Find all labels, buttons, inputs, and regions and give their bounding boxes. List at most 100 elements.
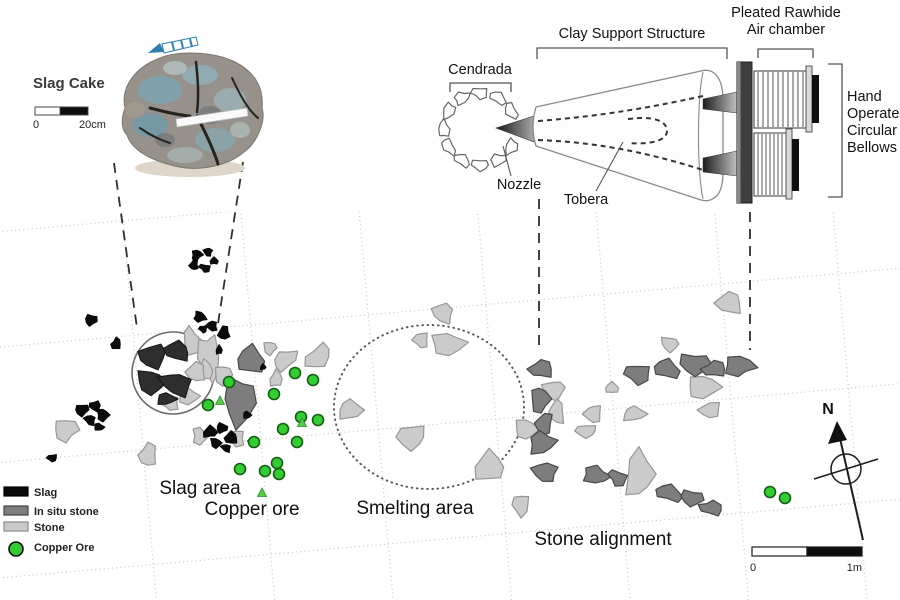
insitu-polygon <box>224 376 257 431</box>
clay-label: Clay Support Structure <box>559 26 706 42</box>
photo-scale-zero: 0 <box>33 119 39 131</box>
legend-label: In situ stone <box>34 506 99 518</box>
slag-polygon <box>216 421 229 435</box>
insitu-polygon <box>526 359 552 378</box>
feature-slag-polygon <box>162 339 189 362</box>
photo-scale-bar: 0 20cm <box>33 106 106 131</box>
cendrada-stone <box>438 117 451 137</box>
hand-bellows-bracket <box>828 63 843 198</box>
slag-polygon <box>204 320 218 332</box>
cendrada-stone <box>469 87 488 101</box>
insitu-polygon <box>697 499 722 517</box>
stone-polygon <box>660 336 680 354</box>
pleated-bracket <box>757 48 814 58</box>
stone-polygon <box>339 398 366 420</box>
clay-support-structure <box>532 69 724 202</box>
cendrada-stone <box>441 137 457 157</box>
slag-polygon <box>45 454 57 463</box>
photo-connector-left <box>113 162 138 329</box>
hand-label-4: Bellows <box>847 140 897 156</box>
legend-swatch <box>3 505 29 516</box>
feature-slag-polygon <box>137 343 166 371</box>
map-scale-zero: 0 <box>750 562 756 574</box>
slag-polygon <box>75 404 90 418</box>
north-arrow: N <box>813 401 879 541</box>
stone-polygon <box>689 375 724 400</box>
cendrada-stone <box>470 159 489 173</box>
bellows-assembly <box>736 61 819 204</box>
copper-ore-dot <box>267 387 281 401</box>
insitu-polygon <box>529 462 559 482</box>
insitu-polygon <box>724 355 759 378</box>
legend-swatch-circle <box>8 541 24 557</box>
stones-layer <box>45 247 759 519</box>
tobera-pipes <box>537 95 704 171</box>
photo-scale-stick <box>175 107 249 128</box>
cendrada-stone <box>453 91 471 107</box>
area-label: Smelting area <box>356 498 474 519</box>
cendrada-stone <box>453 154 470 169</box>
copper-ore-triangle <box>296 417 308 427</box>
copper-ore-dot <box>222 375 236 389</box>
insitu-polygon <box>606 469 629 487</box>
legend-label: Slag <box>34 487 57 499</box>
slag-polygon <box>188 259 199 271</box>
stone-polygon <box>625 446 657 496</box>
stone-polygon <box>547 398 565 424</box>
clay-structure-rim <box>697 71 704 200</box>
stone-polygon <box>184 360 206 382</box>
smelting-area-circle <box>333 324 525 490</box>
stone-polygon <box>713 290 742 315</box>
insitu-polygon <box>237 342 266 373</box>
stone-polygon <box>696 401 721 419</box>
slag-polygon <box>82 415 96 427</box>
stone-polygon <box>269 368 283 387</box>
copper-ore-dot <box>276 422 290 436</box>
photo-connector-right <box>216 161 244 331</box>
stone-polygon <box>511 495 530 519</box>
cendrada-stone <box>443 101 457 121</box>
legend-label: Stone <box>34 522 65 534</box>
insitu-polygon <box>533 412 553 436</box>
slag-polygon <box>210 438 223 450</box>
stone-polygon <box>263 342 278 357</box>
stone-polygon <box>581 405 602 424</box>
hand-label-3: Circular <box>847 123 897 139</box>
legend-swatch <box>3 486 29 497</box>
insitu-polygon <box>655 483 684 504</box>
slag-cake-photo <box>121 36 264 177</box>
insitu-polygon <box>531 387 553 414</box>
cendrada-stone <box>490 153 507 168</box>
bellows-upper <box>753 65 819 133</box>
copper-ore-dot <box>311 413 325 427</box>
copper-ore-dot <box>778 491 792 505</box>
nozzle-label: Nozzle <box>497 177 541 193</box>
insitu-polygon <box>622 365 650 387</box>
cendrada-stone <box>505 137 519 157</box>
slag-polygon <box>197 263 211 273</box>
stone-polygon <box>411 332 428 349</box>
stone-polygon <box>574 425 597 440</box>
photo-scale-label: 20cm <box>79 119 106 131</box>
slag-polygon <box>193 310 208 323</box>
pleated-label-2: Air chamber <box>747 22 825 38</box>
slag-polygon <box>215 343 223 355</box>
copper-ore-dot <box>201 398 215 412</box>
copper-ore-dot <box>306 373 320 387</box>
pleated-label-1: Pleated Rawhide <box>731 5 841 21</box>
area-label: Stone alignment <box>534 529 672 550</box>
copper-ore-dot <box>763 485 777 499</box>
insitu-polygon <box>530 429 559 455</box>
apparatus-diagram: Clay Support Structure Pleated Rawhide A… <box>438 5 900 208</box>
insitu-polygon <box>699 359 726 377</box>
photo-north-pointer <box>148 36 199 54</box>
stone-polygon <box>515 419 541 440</box>
slag-polygon <box>197 325 207 334</box>
slag-polygon <box>219 444 231 454</box>
copper-ore-dot <box>290 435 304 449</box>
copper-ore-dot <box>233 462 247 476</box>
